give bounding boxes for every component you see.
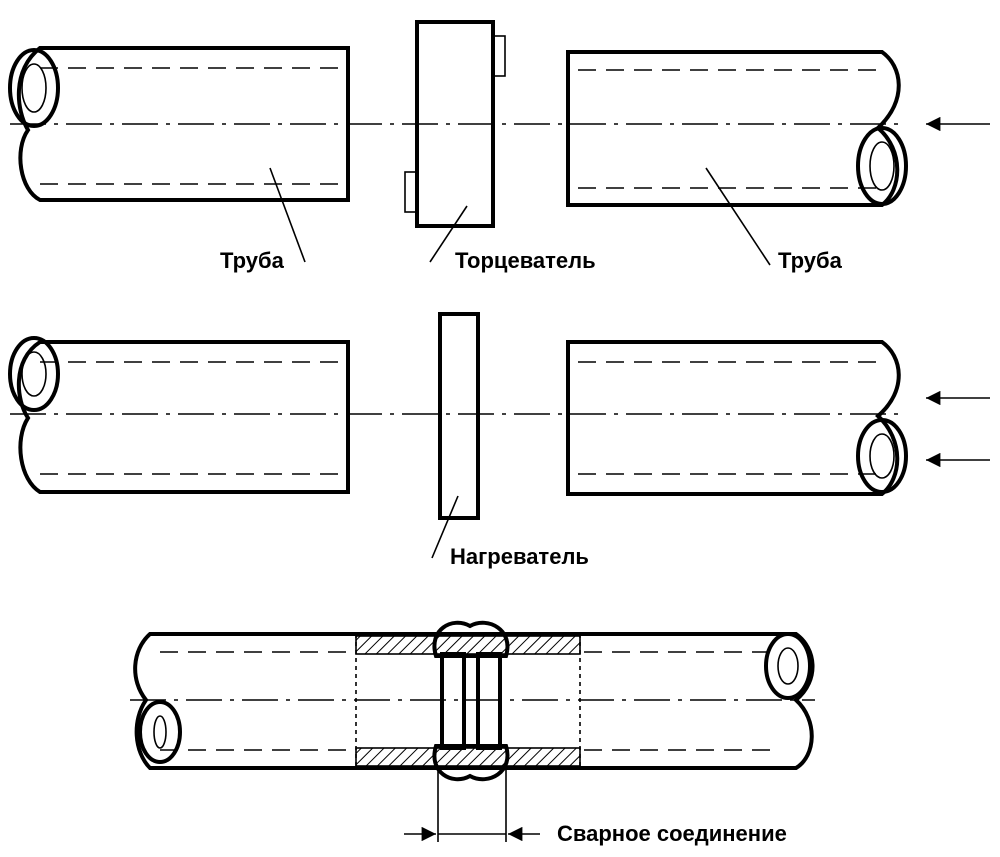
- stage-welded: [130, 620, 815, 842]
- pipe-end-section-icon: [764, 632, 812, 700]
- pipe-end-section-icon: [856, 418, 908, 494]
- trimmer-block: [404, 20, 506, 263]
- pipe-end-section-icon: [856, 126, 908, 206]
- right-pipe-stage2: [566, 340, 908, 496]
- left-pipe-stage2: [8, 336, 350, 494]
- right-pipe-stage1: [566, 50, 908, 266]
- pipe-end-section-icon: [8, 336, 60, 412]
- weld-bead-bottom: [432, 744, 510, 782]
- stage-trimming: [8, 20, 990, 266]
- pipe-end-section-icon: [8, 48, 60, 128]
- label-trimmer: Торцеватель: [455, 248, 596, 273]
- pipe-end-section-icon: [138, 700, 182, 764]
- label-pipe-right: Труба: [778, 248, 842, 273]
- label-weld-joint: Сварное соединение: [557, 821, 787, 846]
- weld-bead-top: [432, 620, 510, 658]
- heater-plate: [431, 312, 480, 559]
- stage-heating: [8, 312, 990, 559]
- left-pipe-stage1: [8, 46, 350, 263]
- label-heater: Нагреватель: [450, 544, 589, 569]
- label-pipe-left: Труба: [220, 248, 284, 273]
